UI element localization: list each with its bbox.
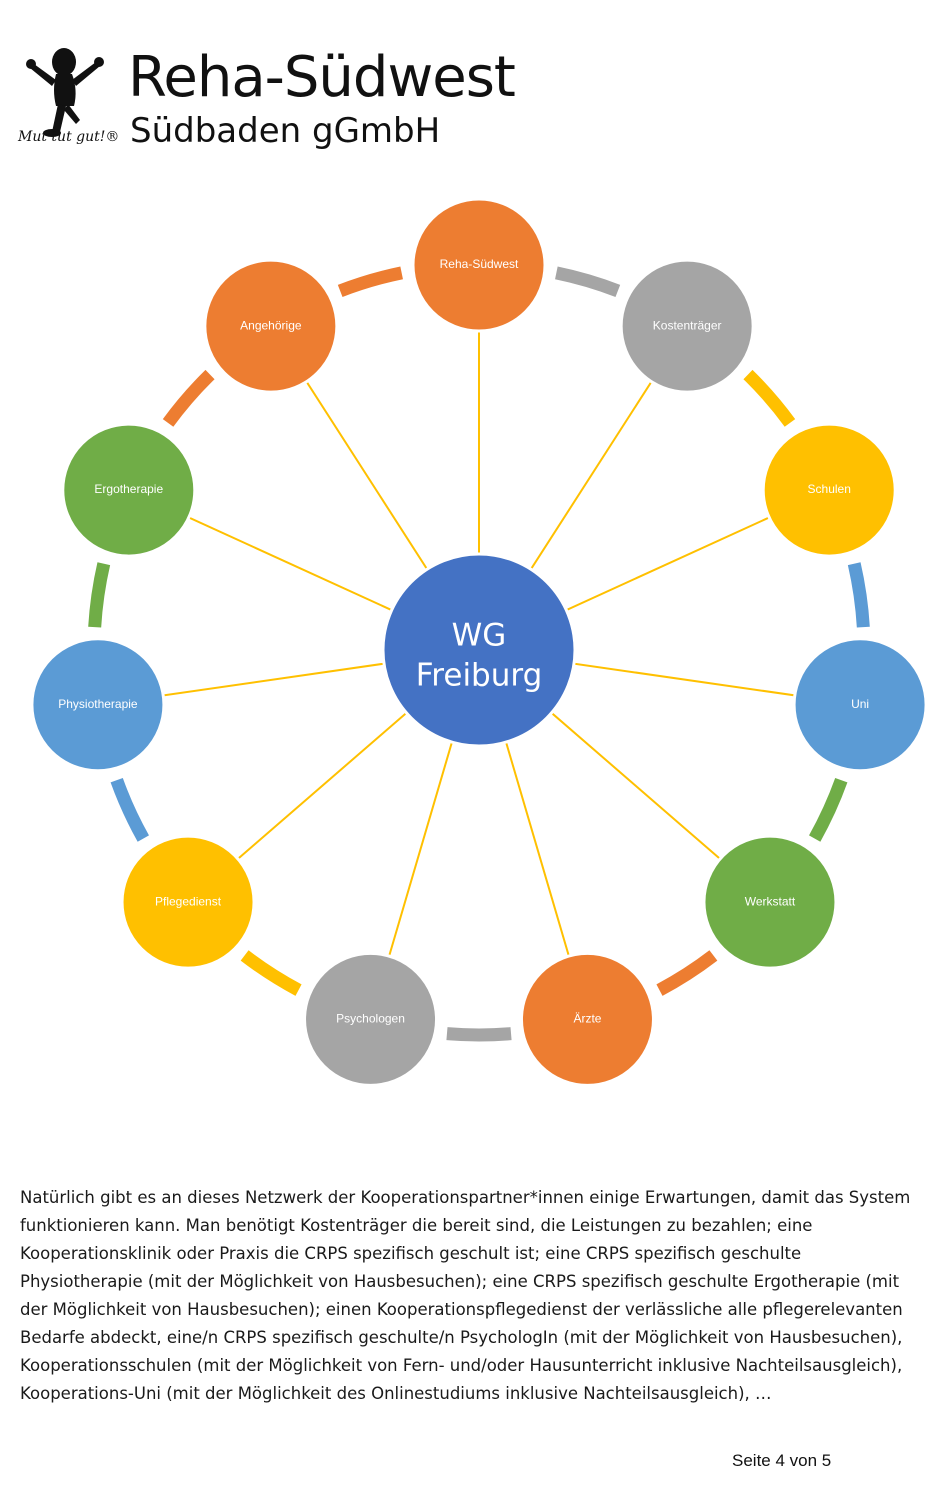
body-paragraph: Natürlich gibt es an dieses Netzwerk der… (20, 1188, 911, 1403)
ring-arc (446, 1027, 512, 1042)
ring-arc (656, 950, 718, 996)
partner-node-circle (203, 258, 339, 394)
partner-node-label: Uni (851, 697, 869, 711)
logo-subtitle: Südbaden gGmbH (130, 111, 441, 151)
ring-arc (240, 950, 302, 996)
logo-figure-icon (26, 48, 104, 137)
partner-node-label: Schulen (808, 482, 851, 496)
center-label-line2: Freiburg (416, 658, 543, 694)
partner-nodes: Reha-SüdwestKostenträgerSchulenUniWerkst… (30, 197, 928, 1087)
partner-node-label: Pflegedienst (155, 894, 222, 908)
partner-node: Werkstatt (702, 834, 838, 970)
ring-arc (110, 777, 150, 842)
partner-node-label: Angehörige (240, 318, 302, 332)
partner-node: Ärzte (519, 951, 655, 1087)
partner-node-label: Reha-Südwest (440, 257, 519, 271)
partner-node: Psychologen (303, 951, 439, 1087)
page-number: Seite 4 von 5 (732, 1451, 832, 1470)
ring-arc (162, 369, 215, 427)
ring-arc (554, 266, 621, 297)
partner-node-circle (619, 258, 755, 394)
ring-arc (337, 266, 404, 297)
network-diagram: Reha-SüdwestKostenträgerSchulenUniWerkst… (30, 197, 928, 1087)
partner-node-label: Physiotherapie (58, 697, 138, 711)
partner-node-circle (120, 834, 256, 970)
partner-node-circle (761, 422, 897, 558)
partner-node: Kostenträger (619, 258, 755, 394)
partner-node: Reha-Südwest (411, 197, 547, 333)
partner-node: Pflegedienst (120, 834, 256, 970)
partner-node-label: Werkstatt (745, 894, 796, 908)
logo-name: Reha-Südwest (128, 45, 516, 110)
ring-arc (88, 562, 111, 628)
partner-node: Uni (792, 637, 928, 773)
partner-node-label: Ergotherapie (94, 482, 163, 496)
partner-node-label: Kostenträger (653, 318, 722, 332)
partner-node-circle (411, 197, 547, 333)
ring-arc (743, 369, 796, 427)
center-node: WG Freiburg (381, 552, 577, 748)
ring-arcs (88, 266, 870, 1042)
partner-node-circle (519, 951, 655, 1087)
partner-node-circle (702, 834, 838, 970)
partner-node-label: Ärzte (573, 1012, 601, 1026)
ring-arc (847, 562, 870, 628)
partner-node-circle (792, 637, 928, 773)
center-circle (381, 552, 577, 748)
partner-node-circle (30, 637, 166, 773)
partner-node: Angehörige (203, 258, 339, 394)
ring-arc (808, 777, 848, 842)
partner-node-circle (61, 422, 197, 558)
partner-node: Schulen (761, 422, 897, 558)
center-label-line1: WG (452, 618, 507, 654)
partner-node: Ergotherapie (61, 422, 197, 558)
partner-node-label: Psychologen (336, 1012, 405, 1026)
partner-node-circle (303, 951, 439, 1087)
partner-node: Physiotherapie (30, 637, 166, 773)
logo-tagline: Mut tut gut!® (18, 129, 120, 145)
